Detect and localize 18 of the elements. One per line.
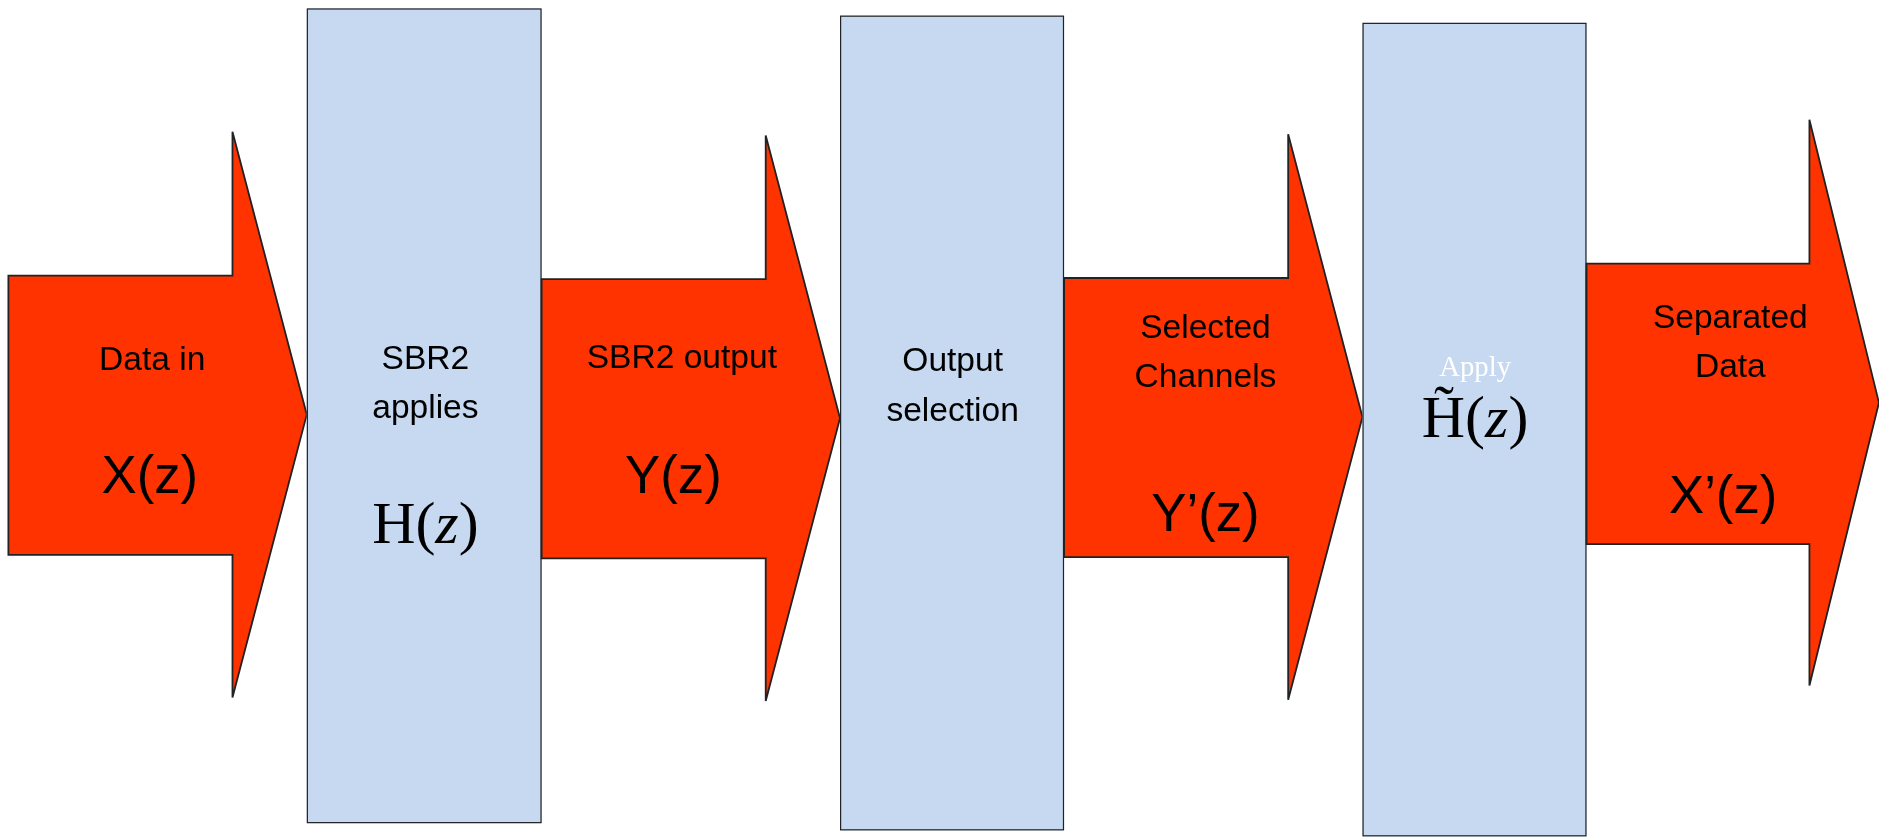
block-arrow <box>1586 119 1879 686</box>
block-arrow <box>8 131 307 698</box>
formula: Y(z) <box>625 443 722 506</box>
formula: Y’(z) <box>1151 481 1260 544</box>
formula: X(z) <box>101 443 199 506</box>
block-arrow <box>1064 134 1363 700</box>
arrow-label: Selected Channels <box>1133 306 1278 396</box>
arrow-label: Data in <box>99 339 206 380</box>
box-label: Apply <box>1439 350 1512 385</box>
arrow-label: Separated Data <box>1651 297 1809 387</box>
process-box <box>840 15 1065 831</box>
block-arrow <box>541 135 840 701</box>
arrow-label: SBR2 output <box>586 336 777 378</box>
box-label: SBR2 applies <box>371 338 480 427</box>
process-box <box>1362 22 1587 837</box>
box-label: Output selection <box>885 340 1020 430</box>
process-box <box>306 8 542 824</box>
formula: X’(z) <box>1668 463 1778 526</box>
